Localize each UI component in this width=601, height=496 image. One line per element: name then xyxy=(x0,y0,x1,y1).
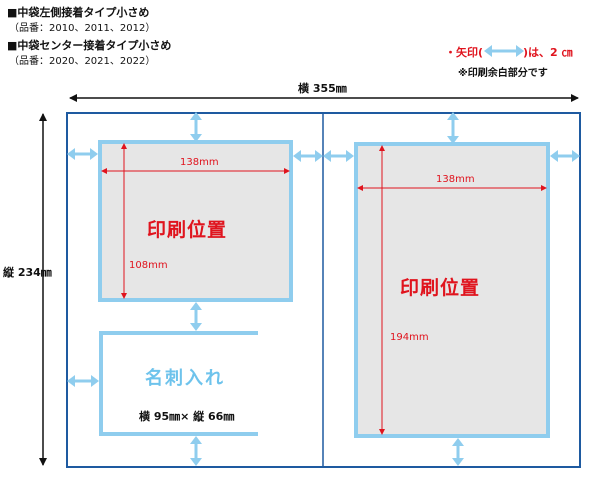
right-print-area xyxy=(354,142,550,438)
left-print-width-label: 138mm xyxy=(180,157,219,168)
margin-arrow-card-pocket xyxy=(67,375,99,387)
margin-arrow-left-edge xyxy=(67,148,98,160)
margin-arrow-left-center xyxy=(293,150,323,162)
left-print-area-label: 印刷位置 xyxy=(147,219,228,241)
header-line-4: （品番：2020、2021、2022） xyxy=(9,56,156,67)
card-pocket-label: 名刺入れ xyxy=(145,368,225,389)
margin-arrow-left-bottom xyxy=(190,436,202,466)
right-print-width-label: 138mm xyxy=(436,174,475,185)
margin-arrow-right-top xyxy=(447,112,459,144)
margin-arrow-left-top xyxy=(190,112,202,142)
card-pocket-outline xyxy=(99,331,258,436)
height-total-label: 縦 234㎜ xyxy=(3,266,52,279)
margin-note: ※印刷余白部分です xyxy=(458,68,548,79)
arrow-note-prefix: ・矢印( xyxy=(445,46,484,59)
header-line-3: ■中袋センター接着タイプ小さめ xyxy=(7,39,172,52)
header-line-2: （品番：2010、2011、2012） xyxy=(9,23,156,34)
width-total-label: 横 355㎜ xyxy=(298,82,347,95)
header-line-1: ■中袋左側接着タイプ小さめ xyxy=(7,6,150,19)
left-print-height-label: 108mm xyxy=(129,260,168,271)
margin-arrows xyxy=(67,112,580,466)
right-print-height-label: 194mm xyxy=(390,332,429,343)
margin-arrow-right-edge xyxy=(550,150,580,162)
arrow-note-suffix: )は、2 ㎝ xyxy=(523,46,573,59)
margin-arrow-left-middle xyxy=(190,302,202,331)
margin-arrow-right-bottom xyxy=(452,438,464,466)
bag-outline xyxy=(66,112,581,468)
margin-arrow-right-center xyxy=(323,150,354,162)
right-print-area-label: 印刷位置 xyxy=(400,277,481,299)
legend-arrow xyxy=(484,45,524,57)
card-pocket-size-label: 横 95㎜× 縦 66㎜ xyxy=(139,410,235,423)
